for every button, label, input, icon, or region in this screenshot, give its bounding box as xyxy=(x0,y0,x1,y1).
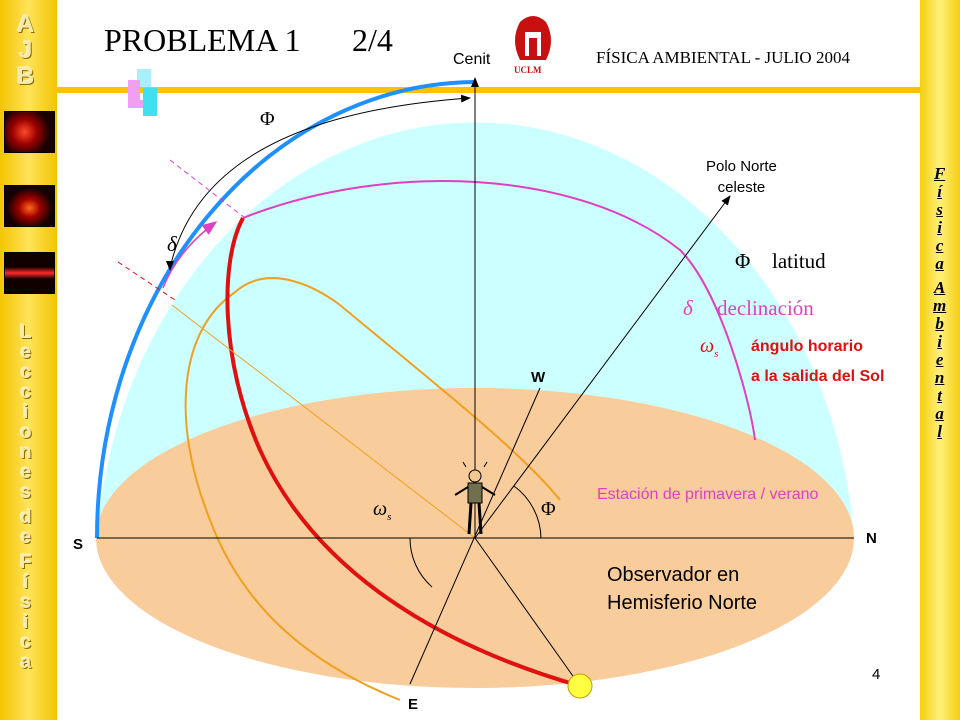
lecciones-letter-15: s xyxy=(20,591,32,613)
sun-icon xyxy=(567,673,593,699)
phi-arrow-arc xyxy=(169,94,471,269)
slide-title: PROBLEMA 1 xyxy=(104,22,301,58)
observer-label-line-2: Hemisferio Norte xyxy=(607,592,758,614)
east-label: E xyxy=(408,696,419,713)
fisica-ambiental-letter-14: a xyxy=(935,404,944,423)
legend-omega-glyph: ω xyxy=(700,335,715,357)
fisica-ambiental-letter-9: b xyxy=(935,314,944,333)
delta-arc-label: δ xyxy=(167,232,177,256)
slide-page-fraction: 2/4 xyxy=(352,22,393,58)
observer-label-line-1: Observador en xyxy=(607,564,740,586)
lecciones-letter-0: L xyxy=(20,321,32,343)
fisica-ambiental-letter-3: i xyxy=(937,218,942,237)
delta-dashed-line-1 xyxy=(169,159,246,219)
hour-angle-arc xyxy=(409,537,433,588)
west-label: W xyxy=(531,369,546,386)
fisica-ambiental-letter-10: i xyxy=(937,332,942,351)
meridian-arc xyxy=(95,80,477,539)
south-label: S xyxy=(73,536,84,553)
lecciones-letter-10: d xyxy=(20,506,32,528)
slide-number: 4 xyxy=(872,666,881,683)
thumbnail-image-2 xyxy=(4,185,55,227)
fisica-ambiental-letter-5: a xyxy=(935,254,944,273)
summer-sun-path xyxy=(225,217,581,688)
fisica-ambiental-letter-4: c xyxy=(935,236,944,255)
thumbnail-image-3 xyxy=(4,252,55,294)
uclm-logo-text: UCLM xyxy=(514,65,542,75)
declination-path xyxy=(242,180,756,441)
lecciones-letter-13: F xyxy=(20,551,32,573)
fisica-ambiental-letter-2: s xyxy=(936,200,943,219)
decorative-blocks xyxy=(128,69,157,116)
fisica-ambiental-letter-0: F xyxy=(933,164,946,183)
lecciones-letter-2: c xyxy=(20,361,32,383)
legend-omega-sub: s xyxy=(714,348,719,360)
legend-delta-symbol: δ xyxy=(683,296,693,320)
fisica-ambiental-letter-11: e xyxy=(935,350,944,369)
fisica-ambiental-letter-1: í xyxy=(937,182,942,201)
equinox-sun-path xyxy=(184,277,561,701)
lecciones-letter-17: c xyxy=(20,631,32,653)
legend-phi-symbol: Φ xyxy=(735,249,751,273)
north-label: N xyxy=(866,530,877,547)
celestial-north-pole-label: Polo Norte celeste xyxy=(706,158,777,196)
season-label: Estación de primavera / verano xyxy=(597,486,819,503)
brand-letter-1: J xyxy=(18,37,33,64)
lecciones-letter-14: í xyxy=(23,571,29,593)
lecciones-letter-11: e xyxy=(20,526,32,548)
latitude-angle-arc xyxy=(513,485,542,539)
delta-arrow-arc xyxy=(162,221,218,289)
legend-delta-text: declinación xyxy=(717,296,814,320)
lecciones-letter-16: i xyxy=(23,611,29,633)
uclm-logo xyxy=(515,16,551,60)
phi-angle-label: Φ xyxy=(541,498,556,520)
lecciones-letter-1: e xyxy=(20,341,32,363)
sunrise-radius xyxy=(474,537,581,687)
polar-axis xyxy=(474,195,731,539)
celestial-equator-line xyxy=(171,304,476,539)
lecciones-letter-5: o xyxy=(20,421,32,443)
course-header: FÍSICA AMBIENTAL - JULIO 2004 xyxy=(596,48,850,67)
legend-omega-text-2: a la salida del Sol xyxy=(751,368,885,385)
brand-letter-2: B xyxy=(17,63,35,90)
observer-figure-icon xyxy=(454,460,496,535)
brand-letter-0: A xyxy=(17,11,35,38)
omega-subscript: s xyxy=(387,511,392,523)
east-west-line xyxy=(409,387,541,685)
phi-arc-label: Φ xyxy=(260,108,275,130)
fisica-ambiental-letter-15: l xyxy=(937,422,942,441)
lecciones-letter-4: i xyxy=(23,401,29,423)
lecciones-letter-7: e xyxy=(20,461,32,483)
omega-symbol: ω xyxy=(373,498,388,520)
fisica-ambiental-letter-13: t xyxy=(937,386,942,405)
lecciones-letter-6: n xyxy=(20,441,32,463)
lecciones-letter-3: c xyxy=(20,381,32,403)
zenith-label: Cenit xyxy=(453,51,491,68)
legend-omega-symbol: ωs xyxy=(700,335,718,360)
fisica-ambiental-letter-7: A xyxy=(933,278,946,297)
omega-s-label: ωs xyxy=(373,498,391,523)
legend-phi-text: latitud xyxy=(772,249,826,273)
thumbnail-image-1 xyxy=(4,111,55,153)
lecciones-letter-8: s xyxy=(20,481,32,503)
fisica-ambiental-letter-8: m xyxy=(933,296,947,315)
delta-dashed-line-2 xyxy=(117,261,176,301)
header-divider xyxy=(57,87,920,93)
legend-omega-text-1: ángulo horario xyxy=(751,338,863,355)
fisica-ambiental-letter-12: n xyxy=(934,368,945,387)
lecciones-letter-18: a xyxy=(20,651,32,673)
